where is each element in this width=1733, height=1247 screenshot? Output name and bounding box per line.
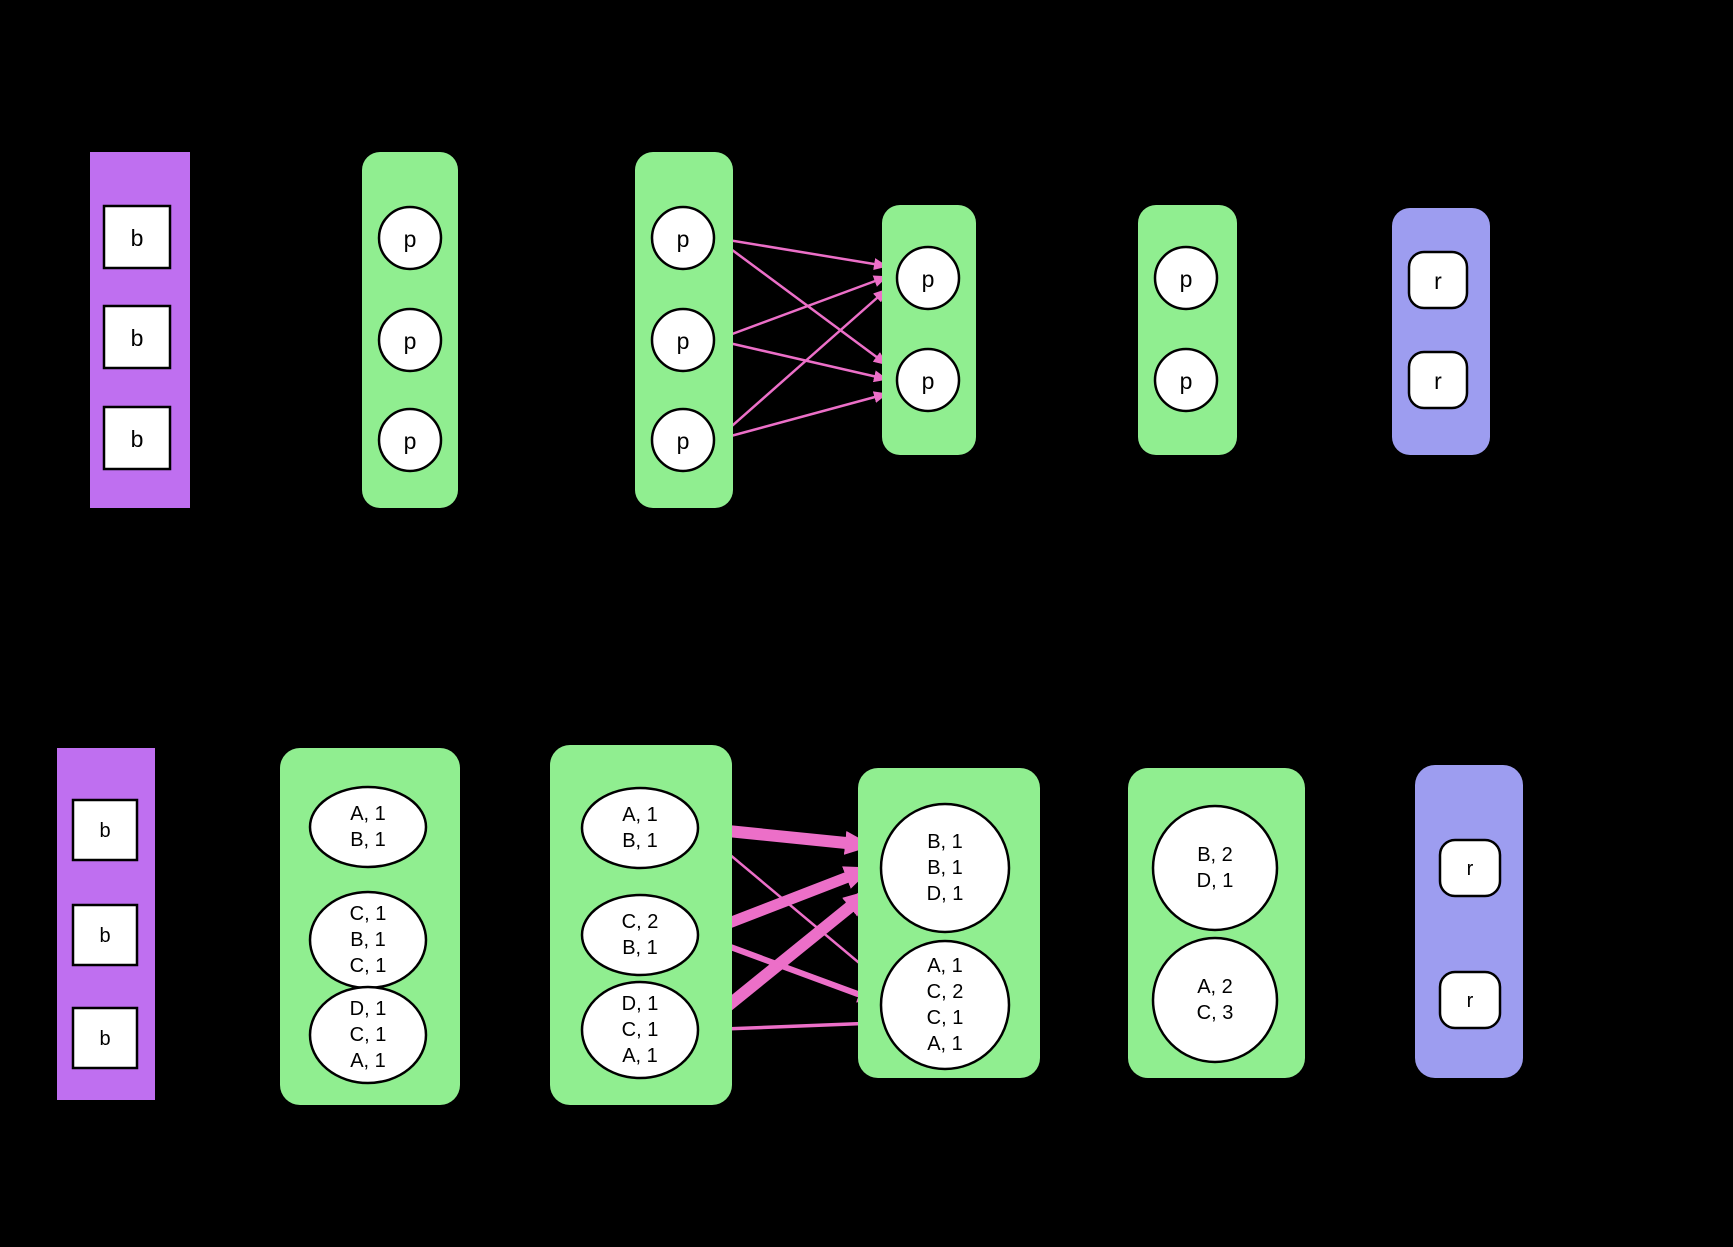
record-line: B, 1 <box>622 937 658 959</box>
process-node <box>650 307 716 373</box>
process-label: p <box>677 428 690 454</box>
result-node <box>1407 250 1469 310</box>
input-bundle <box>102 204 172 270</box>
record-line: C, 1 <box>350 955 387 977</box>
process-node <box>1153 347 1219 413</box>
process-label: p <box>404 226 417 252</box>
process-label: p <box>404 428 417 454</box>
record-line: C, 3 <box>1197 1002 1234 1024</box>
process-label: p <box>677 328 690 354</box>
top-pipeline: b b b p p p p p p p p p p r r <box>90 152 1490 508</box>
edge-bot-input-2 <box>136 933 304 946</box>
record-line: B, 1 <box>927 831 963 853</box>
record-line: D, 1 <box>1197 870 1234 892</box>
record-line: D, 1 <box>927 883 964 905</box>
record-line: B, 1 <box>350 929 386 951</box>
bundle-label: b <box>131 426 144 452</box>
process-node <box>377 205 443 271</box>
edge-top-input-2 <box>169 331 377 348</box>
process-node <box>895 347 961 413</box>
process-node <box>650 407 716 473</box>
record-line: A, 1 <box>350 1050 386 1072</box>
input-bundle <box>102 405 172 471</box>
record-node <box>1151 936 1279 1064</box>
shuffle-arrow <box>715 288 888 441</box>
record-line: B, 1 <box>927 857 963 879</box>
result-label: r <box>1467 858 1474 880</box>
bottom-pipeline: b b b A, 1 B, 1 C, 1 B, 1 C, 1 D, 1 C, 1… <box>57 745 1523 1105</box>
bottom-output-box <box>1415 765 1523 1078</box>
top-stage3-box <box>882 205 976 455</box>
bundle-label: b <box>131 225 144 251</box>
record-line: A, 1 <box>350 803 386 825</box>
edge-top-input-1 <box>169 229 377 246</box>
top-stage4-box <box>1138 205 1237 455</box>
process-node <box>650 205 716 271</box>
shuffle-arrow <box>715 236 888 366</box>
record-line: C, 1 <box>622 1019 659 1041</box>
process-label: p <box>922 368 935 394</box>
record-line: C, 2 <box>622 911 659 933</box>
edge-bot-input-3 <box>136 1029 304 1042</box>
bundle-label: b <box>99 1028 110 1050</box>
process-label: p <box>922 266 935 292</box>
record-line: A, 1 <box>927 955 963 977</box>
record-line: C, 1 <box>927 1007 964 1029</box>
result-node <box>1438 838 1502 898</box>
process-node <box>895 245 961 311</box>
record-line: B, 1 <box>622 830 658 852</box>
record-line: D, 1 <box>350 998 387 1020</box>
input-bundle <box>71 1006 139 1070</box>
process-label: p <box>1180 368 1193 394</box>
bundle-label: b <box>99 820 110 842</box>
result-label: r <box>1467 990 1474 1012</box>
record-line: A, 1 <box>622 804 658 826</box>
result-label: r <box>1434 368 1442 394</box>
input-bundle <box>102 304 172 370</box>
edge-bot-input-1 <box>136 822 304 835</box>
record-line: B, 2 <box>1197 844 1233 866</box>
record-node <box>879 802 1011 934</box>
input-bundle <box>71 903 139 967</box>
shuffle-arrow <box>715 391 888 442</box>
result-node <box>1438 970 1502 1030</box>
record-line: C, 1 <box>350 903 387 925</box>
edge-top-input-3 <box>169 431 377 448</box>
record-node <box>879 939 1011 1071</box>
process-label: p <box>1180 266 1193 292</box>
bundle-label: b <box>99 925 110 947</box>
shuffle-arrow <box>715 275 888 342</box>
record-line: C, 2 <box>927 981 964 1003</box>
shuffle-arrow <box>715 338 888 383</box>
shuffle-arrow <box>715 236 888 270</box>
record-line: A, 2 <box>1197 976 1233 998</box>
result-label: r <box>1434 268 1442 294</box>
process-label: p <box>677 226 690 252</box>
process-label: p <box>404 328 417 354</box>
input-bundle <box>71 798 139 862</box>
result-node <box>1407 350 1469 410</box>
process-node <box>377 407 443 473</box>
edge-top-s4-out-1 <box>1216 271 1405 288</box>
record-node <box>308 985 428 1085</box>
record-node <box>580 980 700 1080</box>
record-node <box>308 785 428 869</box>
record-node <box>580 893 700 977</box>
process-node <box>1153 245 1219 311</box>
record-line: A, 1 <box>927 1033 963 1055</box>
top-output-box <box>1392 208 1490 455</box>
process-node <box>377 307 443 373</box>
record-line: A, 1 <box>622 1045 658 1067</box>
record-node <box>1151 804 1279 932</box>
record-line: B, 1 <box>350 829 386 851</box>
record-line: D, 1 <box>622 993 659 1015</box>
bundle-label: b <box>131 325 144 351</box>
record-line: C, 1 <box>350 1024 387 1046</box>
record-node <box>580 786 700 870</box>
